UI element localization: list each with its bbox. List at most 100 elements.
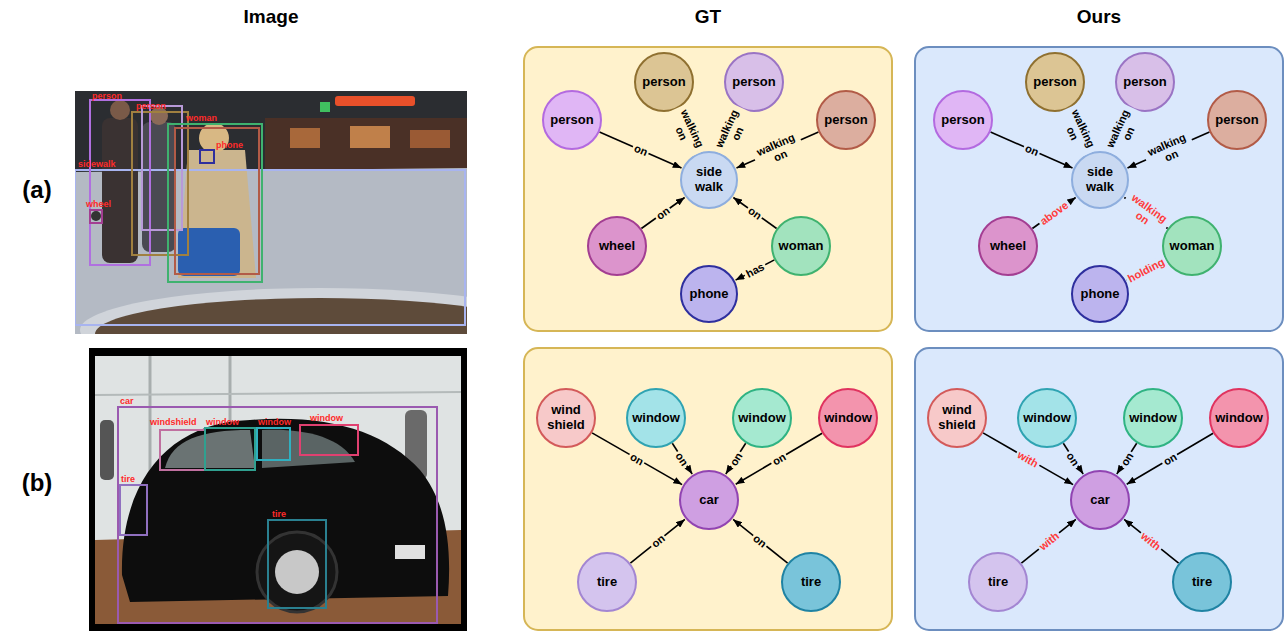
bbox-tag: tire (121, 475, 135, 484)
bbox (118, 407, 437, 623)
node-label: person (1033, 75, 1076, 90)
graph-node-circle: wind shield (536, 388, 596, 448)
graph-node-circle: tire (1172, 552, 1232, 612)
row-label: (a) (22, 176, 51, 204)
node-label: car (699, 493, 719, 508)
green-light (320, 102, 330, 112)
bbox-tag: window (310, 414, 343, 423)
relation-arrow (1063, 443, 1083, 474)
relation-arrow (1124, 519, 1178, 563)
bbox (132, 112, 188, 255)
bbox (168, 124, 262, 282)
graph-node-circle: wheel (978, 216, 1038, 276)
bbox-tag: window (258, 418, 291, 427)
bbox (205, 428, 255, 470)
bbox-tag: wheel (86, 200, 111, 209)
relation-arrow (672, 443, 692, 474)
bbox-tag: woman (186, 114, 217, 123)
relation-arrow (641, 197, 684, 228)
graph-node-circle: wheel (587, 216, 647, 276)
graph-node-circle: window (818, 388, 878, 448)
bbox (120, 485, 147, 535)
ours-panel (915, 47, 1283, 331)
node-label: wheel (599, 239, 635, 254)
planter-rim (80, 288, 467, 334)
gt-panel (524, 47, 892, 331)
bbox (200, 150, 214, 163)
graph-node-circle: phone (680, 265, 738, 323)
node-label: woman (779, 239, 824, 254)
row-label: (b) (22, 469, 53, 497)
graph-node-circle: side walk (680, 151, 738, 209)
graph-node-circle: woman (1162, 216, 1222, 276)
bbox-tag: car (120, 397, 134, 406)
node-label: person (732, 75, 775, 90)
planter-soil (95, 298, 467, 334)
node-label: phone (690, 287, 729, 302)
node-label: person (941, 113, 984, 128)
bbox-tag: person (92, 92, 122, 101)
node-label: wheel (990, 239, 1026, 254)
mullion (95, 392, 461, 395)
bbox (300, 425, 358, 455)
street-photo (75, 91, 467, 334)
bbox-tag: sidewalk (78, 160, 116, 169)
graph-node-circle: window (1017, 388, 1077, 448)
graph-node-circle: woman (771, 216, 831, 276)
bbox-tag: tire (272, 510, 286, 519)
column-header: GT (695, 6, 721, 28)
node-label: tire (597, 575, 617, 590)
graph-node-circle: side walk (1071, 151, 1129, 209)
node-label: person (1123, 75, 1166, 90)
relation-arrow (733, 519, 787, 563)
car-photo (89, 348, 467, 631)
column-header: Image (244, 6, 299, 28)
node-label: tire (1192, 575, 1212, 590)
bbox (160, 430, 205, 470)
bbox-tag: phone (216, 141, 243, 150)
node-label: person (824, 113, 867, 128)
car-window (165, 430, 255, 468)
node-label: window (1215, 411, 1263, 426)
ours-panel (915, 348, 1283, 630)
node-label: person (1215, 113, 1258, 128)
graph-node-circle: tire (968, 552, 1028, 612)
node-label: person (642, 75, 685, 90)
license-plate (395, 545, 425, 559)
node-label: tire (988, 575, 1008, 590)
car-window (262, 430, 355, 468)
hubcap (275, 550, 319, 594)
column-header: Ours (1077, 6, 1121, 28)
shop-light (410, 130, 450, 148)
shop-light (350, 126, 390, 148)
node-label: wind shield (541, 403, 591, 433)
photo-frame (89, 348, 467, 631)
graph-node-circle: person (816, 90, 876, 150)
relation-arrow (630, 519, 684, 563)
relation-arrow (1032, 197, 1075, 228)
node-label: window (1023, 411, 1071, 426)
graph-node-circle: wind shield (927, 388, 987, 448)
graph-node-circle: window (1209, 388, 1269, 448)
node-label: window (1129, 411, 1177, 426)
graph-node-circle: tire (577, 552, 637, 612)
node-label: woman (1170, 239, 1215, 254)
bbox (268, 520, 326, 608)
node-label: car (1090, 493, 1110, 508)
car-body (122, 419, 449, 602)
relation-arrow (736, 260, 775, 280)
relation-arrow (726, 443, 746, 474)
man-head (110, 100, 130, 120)
graph-node-circle: window (732, 388, 792, 448)
bbox (75, 170, 465, 325)
relation-arrow (1117, 443, 1137, 474)
graph-node-circle: person (1207, 90, 1267, 150)
graph-node-circle: person (542, 90, 602, 150)
graph-node-circle: window (626, 388, 686, 448)
person-figure (142, 122, 176, 252)
node-label: side walk (684, 165, 734, 195)
shop-light (290, 128, 320, 148)
relation-arrow (1021, 519, 1075, 563)
node-label: side walk (1075, 165, 1125, 195)
